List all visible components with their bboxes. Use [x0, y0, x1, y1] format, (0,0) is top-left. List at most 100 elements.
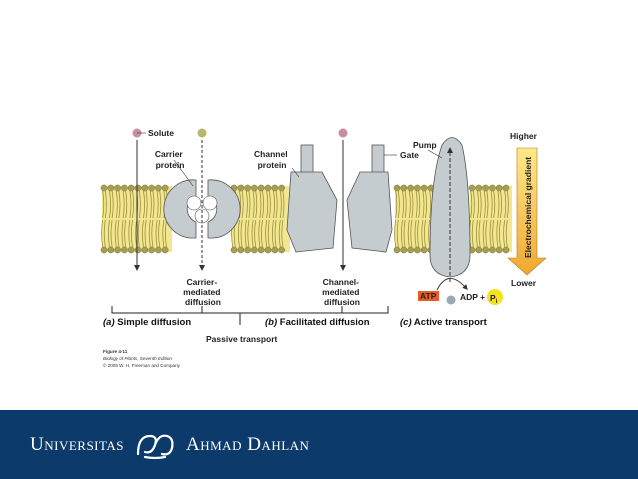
phospholipid-tail: [111, 190, 114, 219]
phospholipid-head: [414, 246, 421, 254]
membrane-bilayer: [100, 184, 512, 254]
phospholipid-tail: [132, 190, 134, 219]
phospholipid-tail: [255, 190, 258, 219]
label-higher: Higher: [510, 131, 538, 141]
phospholipid-tail: [396, 219, 399, 248]
phospholipid-tail: [142, 219, 144, 248]
caption-brackets: [111, 306, 389, 325]
phospholipid-tail: [151, 219, 154, 248]
phospholipid-tail: [421, 219, 424, 248]
phospholipid-tail: [482, 219, 485, 248]
phospholipid-head: [482, 246, 489, 254]
phospholipid-tail: [125, 190, 128, 219]
phospholipid-head: [107, 184, 115, 192]
phospholipid-head: [278, 184, 285, 192]
phospholipid-tail: [479, 190, 482, 219]
phospholipid-tail: [428, 219, 431, 248]
phospholipid-tail: [108, 219, 110, 248]
phospholipid-tail: [245, 190, 248, 219]
phospholipid-tail: [497, 190, 500, 219]
university-brand: Universitas Ahmad Dahlan: [30, 430, 309, 460]
phospholipid-head: [264, 184, 272, 192]
phospholipid-tail: [485, 219, 488, 248]
phospholipid-head: [407, 184, 414, 192]
phospholipid-tail: [262, 190, 264, 219]
phospholipid-tail: [159, 190, 162, 219]
label-channel-protein: Channel protein: [254, 149, 290, 170]
phospholipid-tail: [124, 219, 127, 248]
phospholipid-head: [244, 184, 251, 192]
phospholipid-tail: [499, 219, 501, 248]
phospholipid-tail: [401, 219, 403, 248]
phospholipid-head: [420, 246, 428, 254]
atp-badge: [418, 291, 439, 301]
phospholipid-tail: [121, 219, 124, 248]
phospholipid-head: [107, 246, 115, 254]
phospholipid-tail: [145, 190, 148, 219]
phospholipid-head: [251, 184, 258, 192]
phospholipid-tail: [122, 190, 125, 219]
phospholipid-head: [495, 246, 503, 254]
phospholipid-head: [475, 246, 483, 254]
phospholipid-tail: [266, 190, 269, 219]
phospholipid-tail: [408, 190, 411, 219]
phospholipid-tail: [402, 190, 404, 219]
caption-passive-transport: Passive transport: [206, 334, 278, 344]
atp-label: ATP: [420, 291, 437, 301]
phospholipid-tail: [397, 190, 400, 219]
phospholipid-tail: [500, 190, 502, 219]
brand-ahmad-dahlan: Ahmad Dahlan: [186, 434, 310, 455]
phospholipid-tail: [505, 219, 508, 248]
phospholipid-tail: [490, 190, 493, 219]
label-carrier-mediated: Carrier- mediated diffusion: [183, 277, 223, 307]
leader-lines: [137, 132, 443, 187]
phospholipid-tail: [476, 219, 478, 248]
figure-book: Biology of Plants, Seventh Edition: [103, 356, 172, 361]
phospholipid-head: [475, 184, 483, 192]
phospholipid-tail: [394, 219, 397, 248]
phospholipid-tail: [258, 219, 261, 248]
phospholipid-tail: [118, 190, 121, 219]
phospholipid-tail: [109, 190, 111, 219]
phospholipid-head: [155, 246, 162, 254]
phospholipid-head: [114, 246, 121, 254]
adp-label: ADP +: [460, 292, 485, 302]
phospholipid-tail: [403, 219, 406, 248]
label-channel-mediated: Channel- mediated diffusion: [322, 277, 362, 307]
phospholipid-tail: [238, 219, 240, 248]
phospholipid-tail: [410, 219, 413, 248]
phospholipid-head: [482, 184, 489, 192]
phospholipid-tail: [156, 190, 159, 219]
phospholipid-head: [468, 184, 476, 192]
label-pump: Pump: [413, 140, 437, 150]
phospholipid-tail: [478, 219, 481, 248]
phospholipid-head: [257, 246, 265, 254]
phospholipid-tail: [483, 190, 486, 219]
phospholipid-tail: [274, 219, 277, 248]
uad-logo-icon: [136, 434, 174, 460]
phospholipid-head: [114, 184, 121, 192]
atp-curve-arrow: [436, 278, 468, 291]
phospholipid-tail: [477, 190, 479, 219]
phospholipid-tail: [162, 219, 165, 248]
phospholipid-tail: [415, 190, 418, 219]
figure-number: Figure 4-11: [103, 349, 128, 354]
phospholipid-tail: [131, 219, 133, 248]
phospholipid-tail: [503, 219, 506, 248]
phospholipid-tail: [278, 219, 281, 248]
phospholipid-head: [148, 246, 155, 254]
adp-solute-particle: [446, 295, 456, 305]
caption-active-transport: (c) Active transport: [400, 317, 488, 328]
phospholipid-head: [121, 246, 128, 254]
phospholipid-tail: [267, 219, 270, 248]
phospholipid-tail: [103, 219, 106, 248]
phospholipid-head: [127, 246, 135, 254]
phospholipid-tail: [496, 219, 499, 248]
phospholipid-tail: [422, 190, 425, 219]
phospholipid-head: [502, 184, 510, 192]
phospholipid-tail: [128, 219, 131, 248]
phospholipid-tail: [424, 219, 426, 248]
membrane-transport-diagram: Solute Carrier protein Channel protein G…: [100, 128, 547, 368]
phospholipid-tail: [148, 219, 151, 248]
phospholipid-tail: [115, 190, 118, 219]
